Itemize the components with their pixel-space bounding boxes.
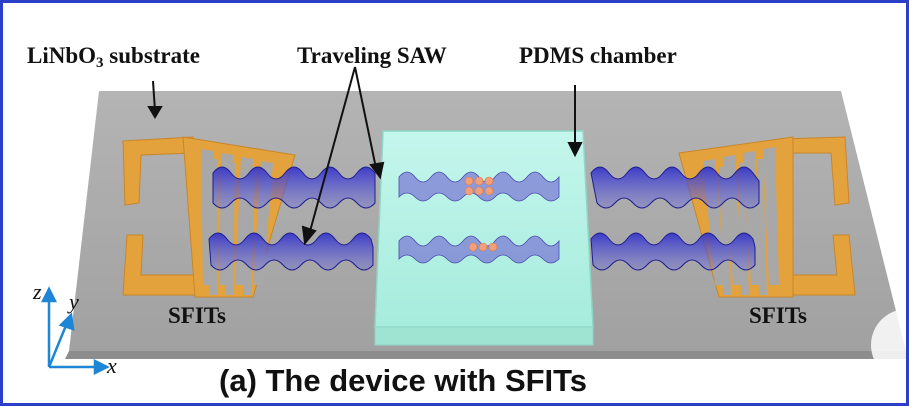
wave-upper-left xyxy=(212,166,376,209)
corner-highlight xyxy=(871,309,906,381)
wave-upper-right xyxy=(590,166,760,209)
saw-waves xyxy=(208,166,760,271)
label-substrate: LiNbO3 substrate xyxy=(27,43,201,71)
channel-wave-upper xyxy=(398,171,560,202)
label-traveling-saw: Traveling SAW xyxy=(297,43,447,68)
label-sfits-left: SFITs xyxy=(168,303,226,328)
label-sfits-right: SFITs xyxy=(749,303,807,328)
axis-label-x: x xyxy=(107,353,117,378)
coordinate-axes xyxy=(40,286,110,376)
wave-lower-left xyxy=(208,232,374,271)
label-pdms-chamber: PDMS chamber xyxy=(519,43,677,68)
pdms-chamber xyxy=(374,130,594,346)
wave-lower-right xyxy=(590,232,756,271)
device-illustration xyxy=(40,66,906,381)
figure-caption: (a) The device with SFITs xyxy=(219,363,588,398)
axis-label-z: z xyxy=(33,279,42,304)
axis-label-y: y xyxy=(69,289,79,314)
particles xyxy=(464,176,498,252)
channel-wave-lower xyxy=(398,235,560,264)
annotation-arrows xyxy=(147,66,583,246)
